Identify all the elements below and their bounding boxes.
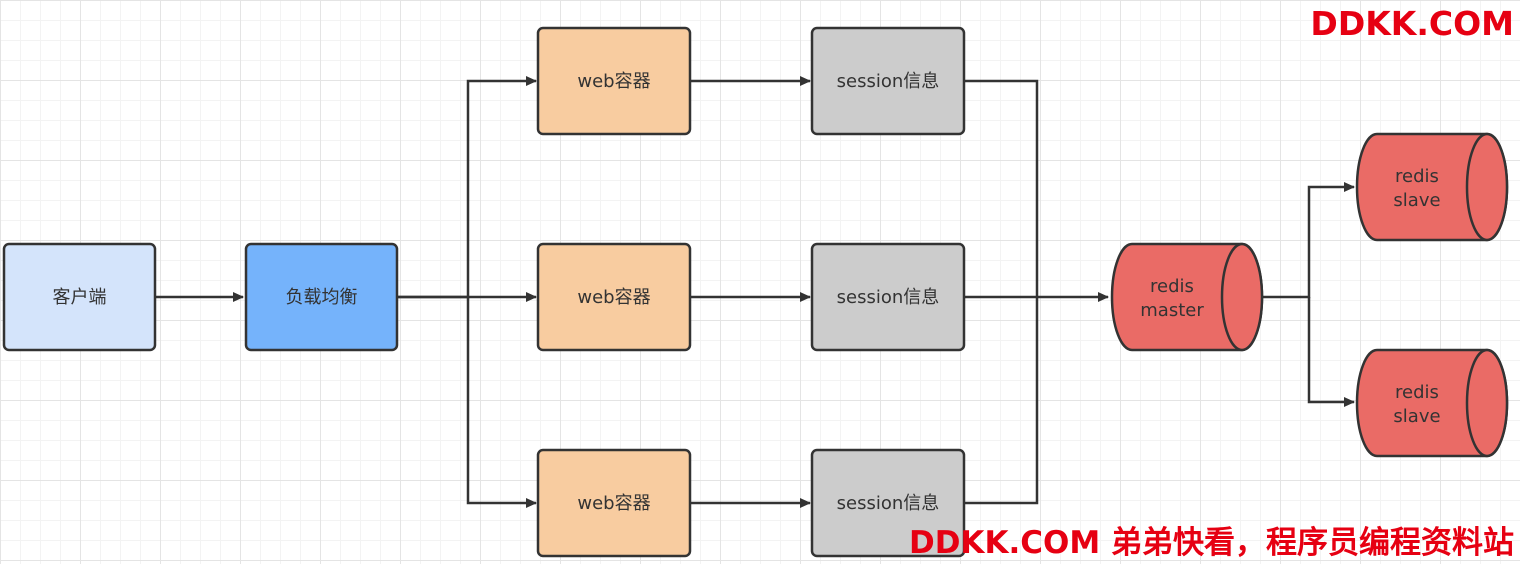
watermark-bottom: DDKK.COM 弟弟快看，程序员编程资料站 — [908, 525, 1514, 561]
session-node: session信息 — [810, 26, 966, 136]
session-node: session信息 — [810, 448, 966, 558]
redis-slave-label-line2: slave — [1393, 190, 1440, 211]
edge-session-1-redis — [964, 79, 1039, 297]
redis-slave-label-line1: redis — [1395, 382, 1439, 403]
redis-slave-label-line2: slave — [1393, 406, 1440, 427]
load-balancer-label: 负载均衡 — [286, 287, 358, 308]
web-container-node: web容器 — [536, 242, 692, 352]
web-container-label: web容器 — [577, 71, 650, 92]
web-container-node: web容器 — [536, 26, 692, 136]
client-node: 客户端 — [2, 242, 157, 352]
session-label: session信息 — [837, 493, 940, 514]
load-balancer-node: 负载均衡 — [244, 242, 399, 352]
session-label: session信息 — [837, 287, 940, 308]
edge-lb-web-3 — [466, 297, 537, 508]
redis-slave-node: redis slave — [1355, 132, 1509, 242]
edge-master-slave-1 — [1262, 182, 1355, 299]
web-container-label: web容器 — [577, 493, 650, 514]
session-label: session信息 — [837, 71, 940, 92]
edge-master-slave-2 — [1307, 297, 1355, 407]
redis-slave-node: redis slave — [1355, 348, 1509, 458]
edge-lb-web-1 — [397, 76, 537, 299]
redis-master-node: redis master — [1110, 242, 1264, 352]
redis-slave-label-line1: redis — [1395, 166, 1439, 187]
web-container-node: web容器 — [536, 448, 692, 558]
redis-master-label-line1: redis — [1150, 276, 1194, 297]
session-node: session信息 — [810, 242, 966, 352]
web-container-label: web容器 — [577, 287, 650, 308]
edge-session-3-redis — [964, 297, 1039, 505]
redis-master-label-line2: master — [1140, 300, 1204, 321]
watermark-top: DDKK.COM — [1310, 4, 1514, 43]
client-label: 客户端 — [53, 287, 107, 308]
